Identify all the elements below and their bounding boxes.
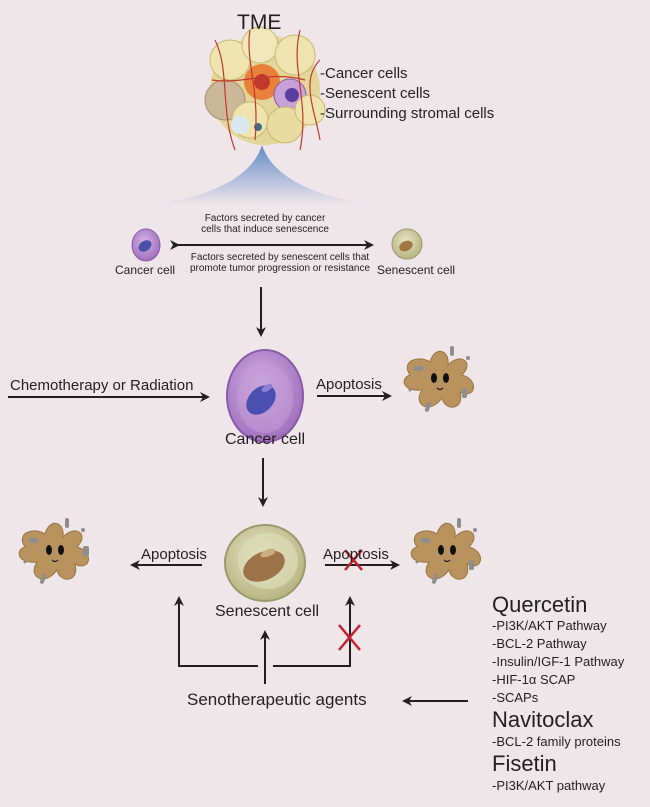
drug-target: -PI3K/AKT pathway (492, 778, 606, 793)
apoptotic-body-icon-2 (18, 518, 89, 584)
tme-component: -Cancer cells (320, 65, 408, 82)
cancer-cell-icon (226, 349, 304, 443)
drug-target: -Insulin/IGF-1 Pathway (492, 654, 625, 669)
drug-target: -PI3K/AKT Pathway (492, 618, 607, 633)
tme-title: TME (237, 11, 282, 34)
drug-navitoclax: Navitoclax -BCL-2 family proteins (492, 707, 624, 751)
drug-list: Quercetin -PI3K/AKT Pathway -BCL-2 Pathw… (492, 593, 624, 795)
apoptotic-body-icon-1 (403, 346, 474, 412)
tme-component: -Surrounding stromal cells (320, 105, 495, 122)
drug-name: Quercetin (492, 592, 588, 617)
chemotherapy-label: Chemotherapy or Radiation (10, 377, 194, 394)
senotherapy-branch-arrows (174, 596, 355, 684)
drug-target: -BCL-2 family proteins (492, 734, 621, 749)
apoptosis-label-senescent-left: Apoptosis (141, 546, 207, 563)
drug-target: -BCL-2 Pathway (492, 636, 587, 651)
small-cancer-cell-icon (131, 228, 161, 262)
apoptosis-label-cancer: Apoptosis (316, 376, 382, 393)
tme-component: -Senescent cells (320, 85, 431, 102)
drug-fisetin: Fisetin -PI3K/AKT pathway (492, 751, 624, 795)
block-x-icon-senotherapy (338, 624, 361, 651)
tme-cell-cluster (204, 26, 326, 151)
factors-senescent-text: Factors secreted by senescent cells that… (180, 252, 380, 274)
cancer-cell-label: Cancer cell (225, 431, 306, 448)
apoptotic-body-icon-3 (410, 518, 481, 584)
small-senescent-cell-icon (391, 228, 423, 260)
senescent-cell-label: Senescent cell (215, 603, 320, 620)
factors-senescent-line1: Factors secreted by senescent cells that (190, 252, 370, 263)
senotherapeutic-agents-label: Senotherapeutic agents (187, 690, 367, 709)
senescent-cell-icon (224, 524, 306, 602)
small-senescent-cell-label: Senescent cell (377, 263, 456, 277)
tme-fan-gradient (150, 145, 375, 205)
factors-cancer-line2: cells that induce senescence (201, 224, 329, 235)
apoptosis-label-senescent-right: Apoptosis (323, 546, 389, 563)
drug-quercetin: Quercetin -PI3K/AKT Pathway -BCL-2 Pathw… (492, 593, 624, 707)
factors-cancer-line1: Factors secreted by cancer (204, 213, 326, 224)
factors-cancer-text: Factors secreted by cancer cells that in… (165, 213, 365, 235)
small-cancer-cell-label: Cancer cell (115, 263, 176, 277)
drug-target: -HIF-1α SCAP (492, 672, 576, 687)
drug-name: Navitoclax (492, 707, 594, 732)
factors-senescent-line2: promote tumor progression or resistance (189, 263, 371, 274)
block-x-icon-apoptosis (344, 549, 363, 571)
drug-name: Fisetin (492, 751, 557, 776)
tme-components-list: -Cancer cells -Senescent cells -Surround… (320, 66, 494, 121)
drug-target: -SCAPs (492, 690, 539, 705)
